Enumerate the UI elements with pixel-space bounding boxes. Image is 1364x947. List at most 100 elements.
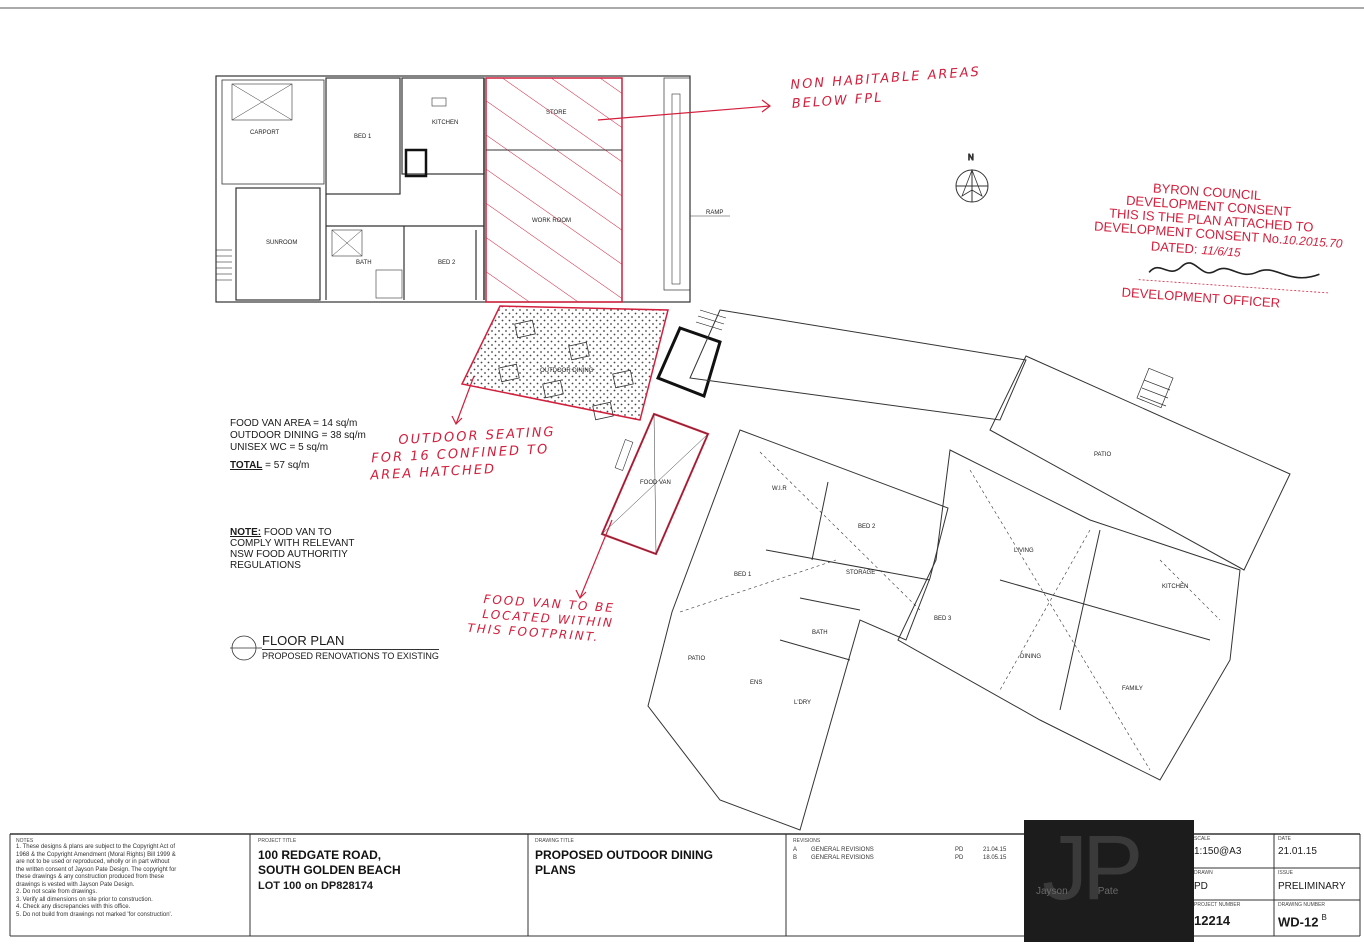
lower-dwelling xyxy=(647,309,1291,831)
unisex-wc-block xyxy=(655,309,727,398)
food-van-note: NOTE: FOOD VAN TO COMPLY WITH RELEVANT N… xyxy=(230,527,354,571)
logo-first: Jayson xyxy=(1036,886,1068,897)
drawn-cell: DRAWN PD xyxy=(1194,870,1213,892)
room-label-kitchen-lower: KITCHEN xyxy=(1162,584,1188,590)
drawing-revision: B xyxy=(1321,913,1327,922)
project-line2: SOUTH GOLDEN BEACH xyxy=(258,863,401,877)
room-label-living: LIVING xyxy=(1014,548,1034,554)
annotation-food-van: FOOD VAN TO BE LOCATED WITHIN THIS FOOTP… xyxy=(467,592,616,646)
note-item: drawings is vested with Jayson Pate Desi… xyxy=(16,881,135,888)
logo-last: Pate xyxy=(1097,886,1119,897)
area-food-van: FOOD VAN AREA = 14 sq/m xyxy=(230,418,358,429)
room-label-food-van: FOOD VAN xyxy=(640,480,671,486)
stamp-dated-value: 11/6/15 xyxy=(1201,242,1242,260)
food-van-footprint: FOOD VAN xyxy=(600,412,710,556)
drawing-line1: PROPOSED OUTDOOR DINING xyxy=(535,848,714,862)
project-number-value: 12214 xyxy=(1194,913,1231,928)
kitchen-walls xyxy=(401,77,485,175)
scale-cell: SCALE 1:150@A3 xyxy=(1194,836,1241,857)
room-label-outdoor-dining: OUTDOOR DINING xyxy=(540,368,594,374)
room-label-bed2: BED 2 xyxy=(438,260,456,266)
revision-desc: GENERAL REVISIONS xyxy=(811,854,874,861)
revision-date: 18.05.15 xyxy=(983,854,1007,861)
notes-label: NOTES xyxy=(16,838,34,844)
note-line4: REGULATIONS xyxy=(230,560,301,571)
drawing-number-value: WD-12 xyxy=(1278,914,1319,930)
room-label-carport: CARPORT xyxy=(250,130,280,136)
area-outdoor-dining: OUTDOOR DINING = 38 sq/m xyxy=(230,430,366,441)
issue-label: ISSUE xyxy=(1278,870,1294,876)
room-label-storage: STORAGE xyxy=(846,570,875,576)
note-item: 3. Verify all dimensions on site prior t… xyxy=(16,896,153,903)
drawing-number-label: DRAWING NUMBER xyxy=(1278,902,1326,908)
project-number-cell: PROJECT NUMBER 12214 xyxy=(1194,902,1240,928)
stamp-consent-no: 10.2015.70 xyxy=(1282,232,1343,251)
note-line1: FOOD VAN TO xyxy=(261,527,332,538)
non-habitable-hatched-area xyxy=(485,77,623,303)
floor-plan-symbol-icon xyxy=(230,635,262,661)
note-item: are not to be used or reproduced, wholly… xyxy=(16,859,170,865)
floor-plan-subtitle: PROPOSED RENOVATIONS TO EXISTING xyxy=(262,649,439,661)
note-item: 4. Check any discrepancies with this off… xyxy=(16,904,131,910)
note-label: NOTE: xyxy=(230,527,262,538)
notes-list: 1. These designs & plans are subject to … xyxy=(16,844,244,919)
room-label-bed2-lower: BED 2 xyxy=(858,524,876,530)
project-line3: LOT 100 on DP828174 xyxy=(258,880,373,892)
date-label: DATE xyxy=(1278,836,1291,842)
revision-by: PD xyxy=(955,854,964,861)
room-label-store: STORE xyxy=(546,110,567,116)
stamp-signature-icon xyxy=(1138,262,1329,294)
logo-letters: JP xyxy=(1042,817,1143,919)
floor-plan-title: FLOOR PLAN xyxy=(262,633,345,648)
annotation-arrows xyxy=(451,99,771,600)
room-label-work-room: WORK ROOM xyxy=(532,218,571,224)
drawing-line2: PLANS xyxy=(535,863,576,877)
note-item: 1968 & the Copyright Amendment (Moral Ri… xyxy=(16,851,176,858)
council-stamp: BYRON COUNCIL DEVELOPMENT CONSENT THIS I… xyxy=(1080,172,1359,330)
room-label-dining: DINING xyxy=(1020,654,1041,660)
north-arrow-icon: N xyxy=(955,153,989,203)
carport-outline xyxy=(221,79,325,185)
room-label-ens: ENS xyxy=(750,680,762,686)
drawing-label: DRAWING TITLE xyxy=(535,838,574,844)
area-total: TOTAL = 57 sq/m xyxy=(230,460,366,472)
revision-date: 21.04.15 xyxy=(983,847,1007,853)
room-label-wir: W.I.R xyxy=(772,486,787,492)
title-revisions: REVISIONS A GENERAL REVISIONS PD 21.04.1… xyxy=(793,838,1023,862)
north-label: N xyxy=(968,153,974,162)
drawn-label: DRAWN xyxy=(1194,870,1213,876)
area-total-label: TOTAL xyxy=(230,460,263,471)
area-schedule: FOOD VAN AREA = 14 sq/m OUTDOOR DINING =… xyxy=(230,418,366,472)
revisions-label: REVISIONS xyxy=(793,838,821,844)
note-line3: NSW FOOD AUTHORITIY xyxy=(230,549,348,560)
revision-by: PD xyxy=(955,847,964,853)
room-label-patio-left: PATIO xyxy=(688,656,705,662)
room-label-sunroom: SUNROOM xyxy=(266,240,297,246)
area-unisex-wc: UNISEX WC = 5 sq/m xyxy=(230,442,329,453)
date-value: 21.01.15 xyxy=(1278,846,1317,857)
logo-name: Jayson Pate xyxy=(1036,886,1118,897)
title-project: PROJECT TITLE 100 REDGATE ROAD, SOUTH GO… xyxy=(258,838,401,894)
room-label-bed1-lower: BED 1 xyxy=(734,572,752,578)
room-label-kitchen: KITCHEN xyxy=(432,120,458,126)
existing-house xyxy=(215,75,730,303)
scale-value: 1:150@A3 xyxy=(1194,846,1242,857)
project-number-label: PROJECT NUMBER xyxy=(1194,902,1241,908)
note-item: 1. These designs & plans are subject to … xyxy=(16,844,175,850)
annotation-outdoor-seating: OUTDOOR SEATING FOR 16 CONFINED TO AREA … xyxy=(370,424,558,484)
date-cell: DATE 21.01.15 xyxy=(1278,836,1317,857)
room-label-ldry: L'DRY xyxy=(794,700,811,706)
revision-row: B GENERAL REVISIONS PD 18.05.15 xyxy=(793,855,1023,863)
room-label-family: FAMILY xyxy=(1122,686,1143,692)
room-label-bath: BATH xyxy=(356,260,372,266)
area-total-value: = 57 sq/m xyxy=(262,460,310,471)
project-label: PROJECT TITLE xyxy=(258,838,297,844)
room-label-bed3: BED 3 xyxy=(934,616,952,622)
revision-row: A GENERAL REVISIONS PD 21.04.15 xyxy=(793,847,1023,855)
note-item: 2. Do not scale from drawings. xyxy=(16,889,98,895)
project-line1: 100 REDGATE ROAD, xyxy=(258,848,382,862)
note-item: the written consent of Jayson Pate Desig… xyxy=(16,866,177,873)
